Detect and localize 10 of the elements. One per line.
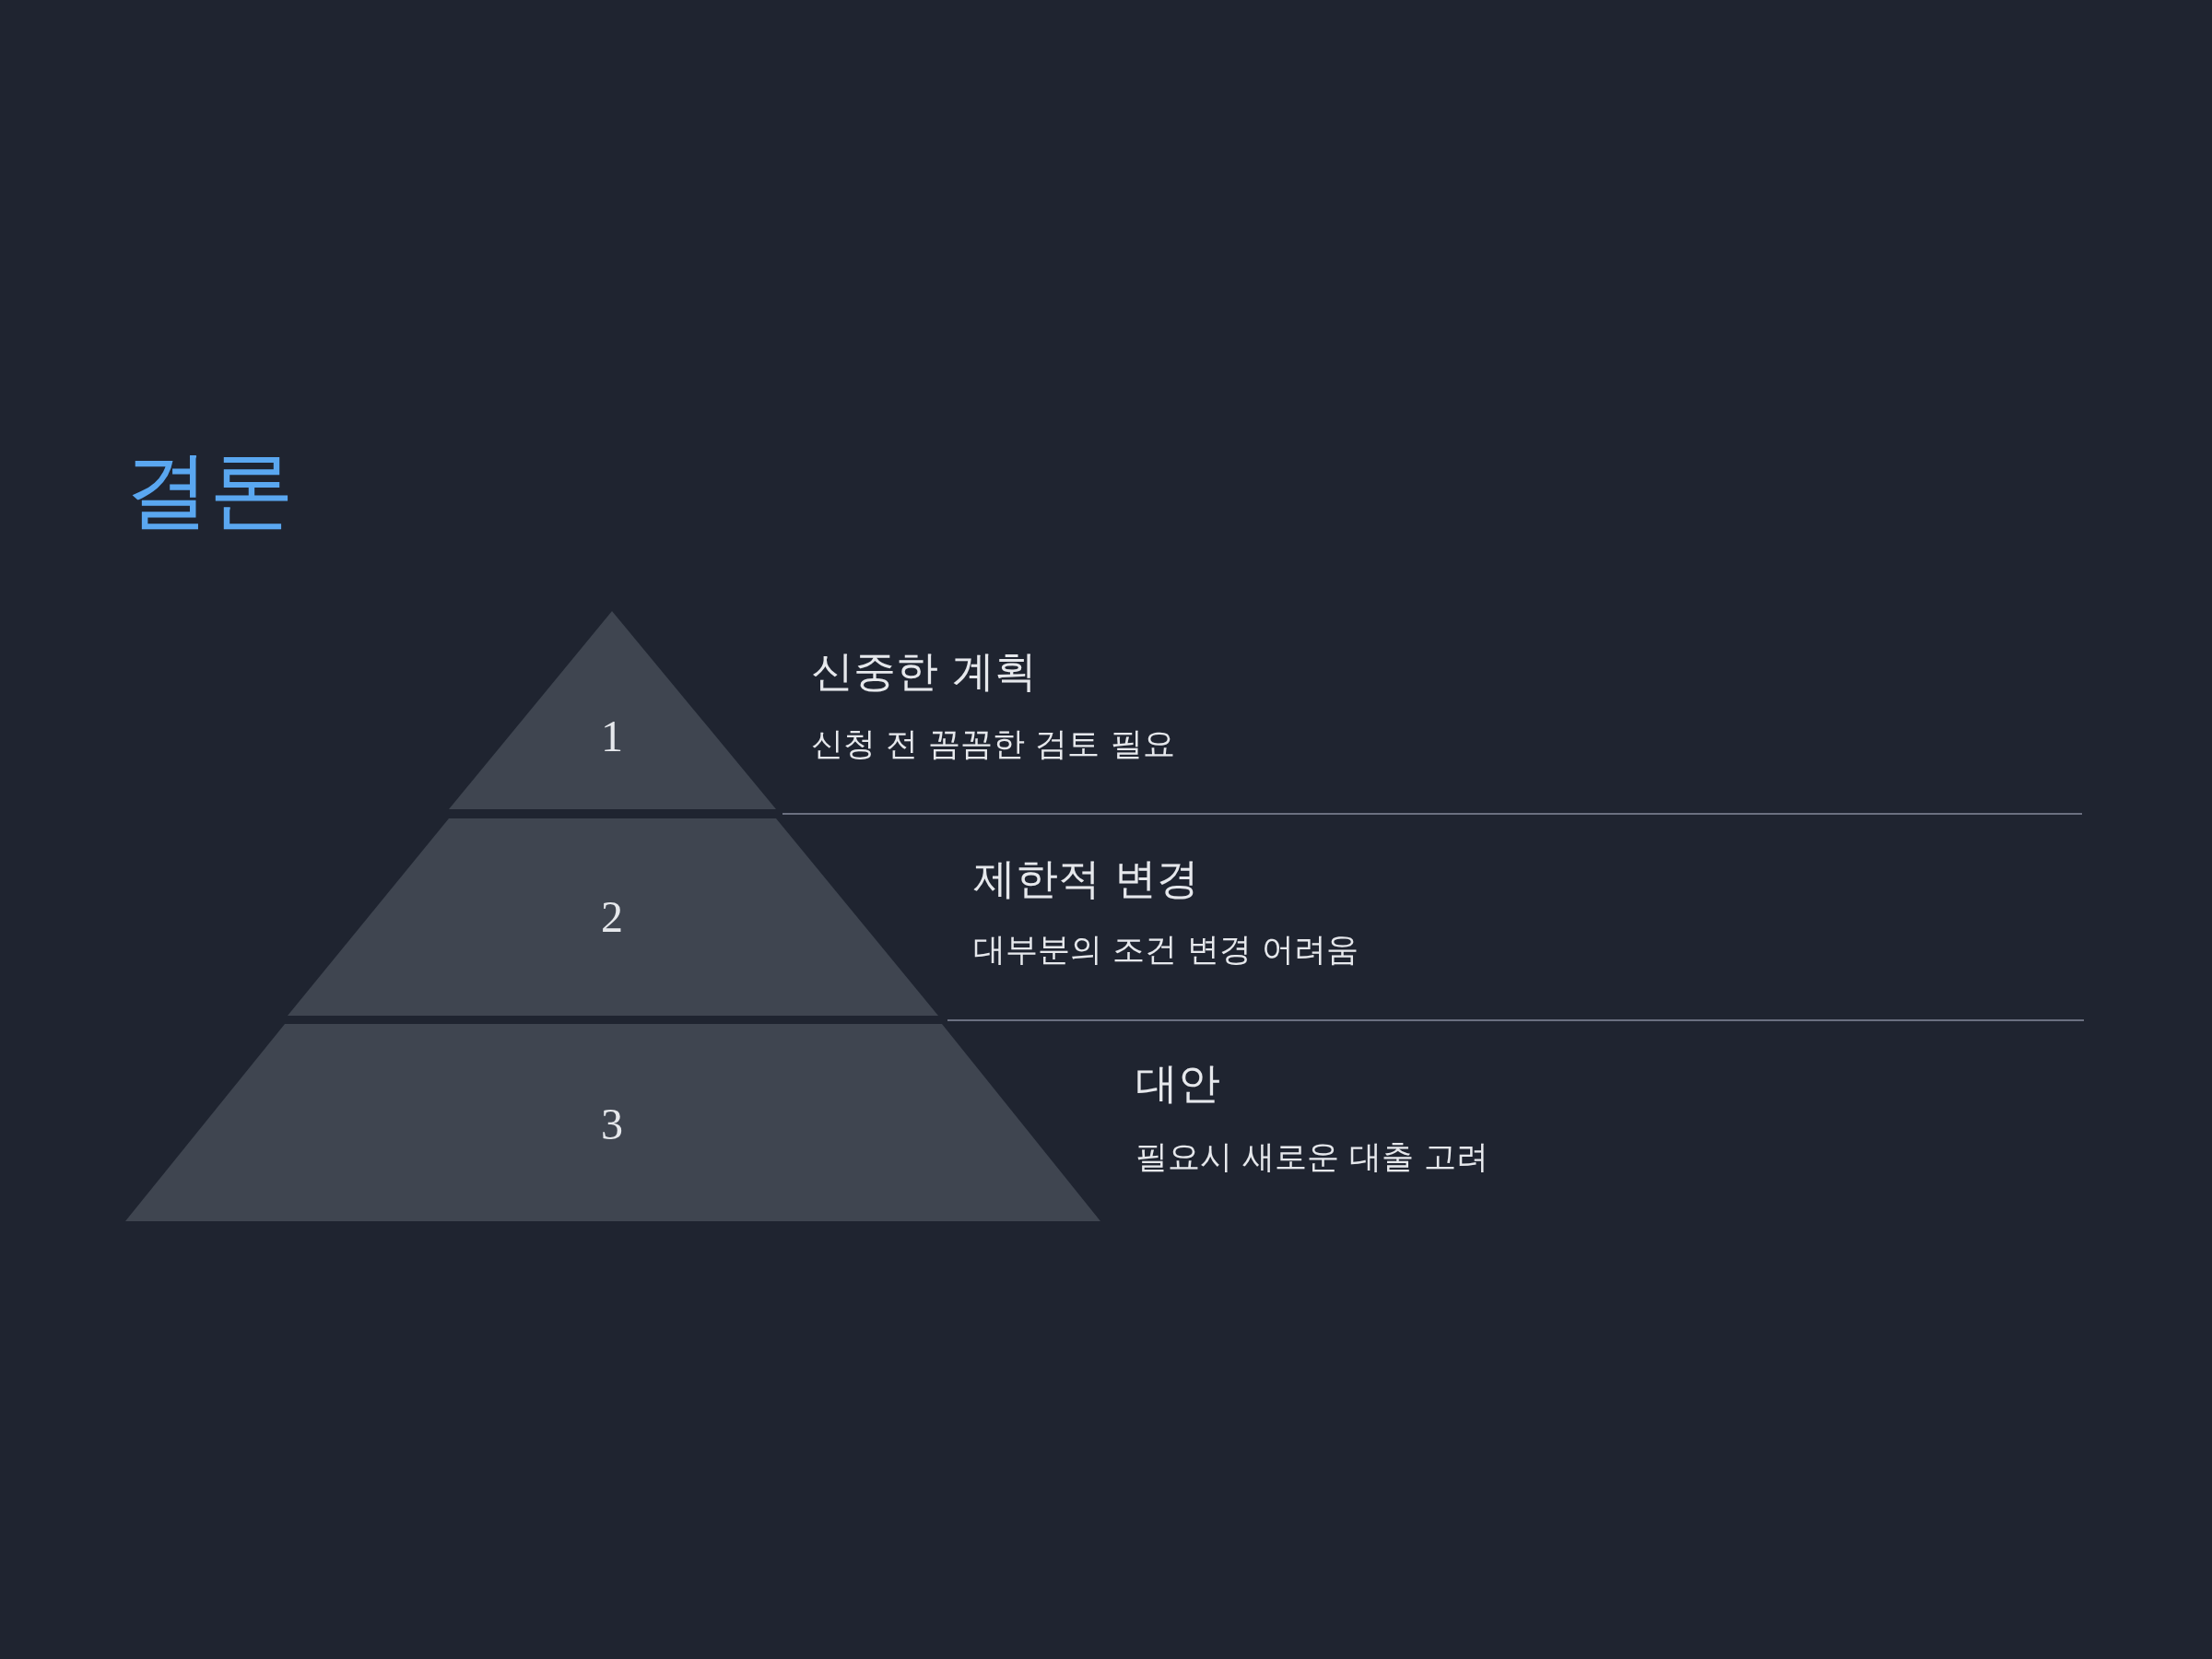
- slide-title: 결론: [124, 448, 294, 533]
- tier-heading: 제한적 변경: [973, 854, 1199, 902]
- tier-heading: 대안: [1135, 1059, 1220, 1107]
- tier-description: 필요시 새로운 대출 고려: [1135, 1138, 1489, 1175]
- tier-description: 신청 전 꼼꼼한 검토 필요: [811, 725, 1175, 762]
- tier-number: 2: [601, 895, 623, 939]
- tier-number: 1: [601, 714, 623, 759]
- tier-number: 3: [601, 1102, 623, 1147]
- tier-description: 대부분의 조건 변경 어려움: [973, 931, 1359, 968]
- tier-heading: 신중한 계획: [811, 647, 1037, 695]
